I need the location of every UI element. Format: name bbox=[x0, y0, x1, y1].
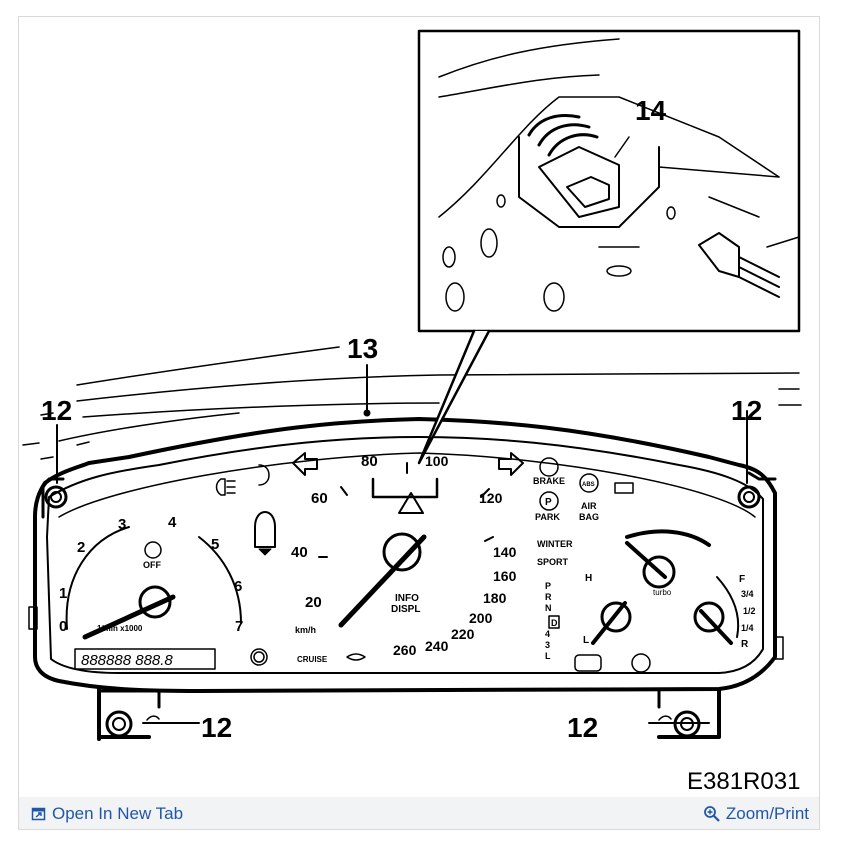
open-in-new-tab-label: Open In New Tab bbox=[52, 804, 184, 823]
callout-14: 14 bbox=[635, 95, 667, 126]
fuel-reserve-label: R bbox=[741, 639, 749, 650]
speedo-ticks-left: 20 40 60 80 bbox=[291, 453, 378, 611]
speedo-tick: 100 bbox=[425, 453, 449, 469]
callout-12-top-right: 12 bbox=[731, 395, 762, 426]
tacho-ticks: 0 1 2 3 4 5 6 7 bbox=[59, 514, 243, 635]
tacho-unit: 1/min x1000 bbox=[97, 624, 143, 633]
temp-high-label: H bbox=[585, 573, 592, 584]
gear-position: R bbox=[545, 592, 552, 602]
gear-position: P bbox=[545, 581, 551, 591]
gear-position: D bbox=[551, 618, 558, 628]
tacho-tick: 3 bbox=[118, 516, 126, 533]
zoom-print-label: Zoom/Print bbox=[725, 804, 809, 823]
callout-13: 13 bbox=[347, 333, 378, 364]
speedo-unit: km/h bbox=[295, 625, 316, 635]
speedo-tick: 120 bbox=[479, 490, 503, 506]
speedo-tick: 260 bbox=[393, 642, 417, 658]
fuel-full-label: F bbox=[739, 574, 745, 585]
callout-12-bottom-left: 12 bbox=[201, 712, 232, 743]
tacho-tick: 6 bbox=[234, 578, 242, 595]
new-tab-icon bbox=[31, 807, 46, 821]
speedo-tick: 220 bbox=[451, 626, 475, 642]
abs-label: ABS bbox=[582, 482, 595, 488]
temp-low-label: L bbox=[583, 635, 589, 646]
speedo-tick: 80 bbox=[361, 453, 378, 470]
cruise-label: CRUISE bbox=[297, 655, 328, 664]
tacho-warning-label: OFF bbox=[143, 560, 161, 570]
tacho-tick: 0 bbox=[59, 618, 67, 635]
fuel-three-quarter-label: 3/4 bbox=[741, 589, 754, 599]
speedo-tick: 160 bbox=[493, 568, 517, 584]
tacho-tick: 4 bbox=[168, 514, 177, 531]
callout-12-bottom-right: 12 bbox=[567, 712, 598, 743]
speedo-tick: 180 bbox=[483, 590, 507, 606]
park-label: PARK bbox=[535, 512, 560, 522]
instrument-cluster-diagram: 13 14 12 12 12 12 E381R031 0 1 2 3 4 5 6… bbox=[22, 29, 802, 795]
speedo-tick: 40 bbox=[291, 544, 308, 561]
gear-position: 4 bbox=[545, 629, 550, 639]
open-in-new-tab-link[interactable]: Open In New Tab bbox=[31, 804, 183, 824]
info-display-label-2: DISPL bbox=[391, 604, 420, 615]
park-symbol: P bbox=[545, 497, 552, 508]
airbag-label-1: AIR bbox=[581, 501, 597, 511]
brake-label: BRAKE bbox=[533, 476, 565, 486]
winter-label: WINTER bbox=[537, 539, 573, 549]
speedo-tick: 240 bbox=[425, 638, 449, 654]
zoom-print-link[interactable]: Zoom/Print bbox=[703, 804, 809, 824]
gear-indicator: P R N D 4 3 L bbox=[545, 581, 558, 661]
zoom-icon bbox=[703, 806, 720, 822]
tacho-tick: 7 bbox=[235, 618, 243, 635]
tacho-tick: 2 bbox=[77, 539, 85, 556]
gear-position: 3 bbox=[545, 640, 550, 650]
fuel-quarter-label: 1/4 bbox=[741, 623, 754, 633]
callout-12-top-left: 12 bbox=[41, 395, 72, 426]
speedo-tick: 60 bbox=[311, 490, 328, 507]
airbag-label-2: BAG bbox=[579, 512, 599, 522]
speedo-tick: 20 bbox=[305, 594, 322, 611]
gear-position: L bbox=[545, 651, 551, 661]
fuel-half-label: 1/2 bbox=[743, 606, 756, 616]
speedo-tick: 140 bbox=[493, 544, 517, 560]
tacho-tick: 5 bbox=[211, 536, 219, 553]
info-display-label-1: INFO bbox=[395, 593, 419, 604]
turbo-label: turbo bbox=[653, 588, 672, 597]
image-footer: Open In New Tab Zoom/Print bbox=[19, 797, 819, 829]
sport-label: SPORT bbox=[537, 557, 569, 567]
diagram-code: E381R031 bbox=[687, 768, 800, 795]
tacho-tick: 1 bbox=[59, 585, 67, 602]
speedo-tick: 200 bbox=[469, 610, 493, 626]
odometer-display: 888888 888.8 bbox=[81, 652, 173, 669]
speedo-ticks-right: 100 120 140 160 180 200 220 240 260 bbox=[393, 453, 517, 658]
gear-position: N bbox=[545, 603, 552, 613]
